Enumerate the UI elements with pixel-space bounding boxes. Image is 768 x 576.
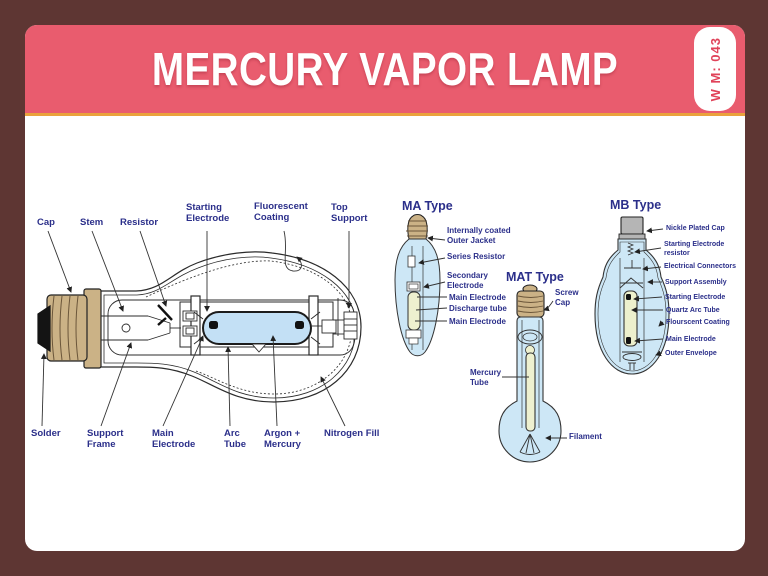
label-starting-electrode-resistor: Starting Electrode resistor xyxy=(664,241,725,258)
label-main-electrode: Main Electrode xyxy=(152,428,196,451)
ma-screw-cap xyxy=(407,214,428,240)
label-mercury-tube: Mercury Tube xyxy=(470,368,502,387)
label-mb-main-electrode: Main Electrode xyxy=(666,336,716,343)
label-nitrogen-fill: Nitrogen Fill xyxy=(324,428,380,439)
label-cap: Cap xyxy=(37,217,55,228)
label-support-frame: Support Frame xyxy=(87,428,124,451)
solder-tip xyxy=(37,304,51,353)
label-fluorescent-coating: Fluorescent Coating xyxy=(254,201,308,224)
ma-series-resistor xyxy=(407,255,416,268)
left-pointer-lines xyxy=(40,230,352,427)
label-argon-mercury: Argon + Mercury xyxy=(264,428,301,451)
mat-mercury-tube xyxy=(525,352,536,432)
mat-type-drawing xyxy=(498,284,562,463)
main-electrode-right xyxy=(295,321,304,329)
label-screw-cap: Screw Cap xyxy=(555,288,579,307)
label-support-assembly: Support Assembly xyxy=(665,279,727,286)
label-nickle-plated-cap: Nickle Plated Cap xyxy=(666,225,725,232)
mb-pointer-lines xyxy=(631,227,665,357)
ma-pointer-lines xyxy=(415,235,448,322)
label-stem: Stem xyxy=(80,217,104,228)
label-series-resistor: Series Resistor xyxy=(447,252,506,261)
mat-filament xyxy=(519,433,541,455)
label-electrical-connectors: Electrical Connectors xyxy=(664,263,736,270)
stem-structure xyxy=(101,315,181,341)
label-arc-tube: Arc Tube xyxy=(224,428,246,451)
label-secondary-electrode: Secondary Electrode xyxy=(447,271,488,290)
label-filament: Filament xyxy=(569,432,602,441)
ma-secondary-electrode xyxy=(406,281,421,292)
main-electrode-left xyxy=(209,321,218,329)
label-discharge-tube: Discharge tube xyxy=(449,304,507,313)
label-ma-main-electrode-top: Main Electrode xyxy=(449,293,506,302)
mb-nickel-cap xyxy=(620,216,644,235)
arc-tube xyxy=(202,311,312,345)
mat-type-heading: MAT Type xyxy=(506,270,564,284)
label-quartz-arc-tube: Quartz Arc Tube xyxy=(666,307,720,314)
label-top-support: Top Support xyxy=(331,202,368,225)
label-mb-starting-electrode: Starting Electrode xyxy=(665,294,726,301)
resistor-element xyxy=(157,304,173,326)
label-ma-main-electrode-bottom: Main Electrode xyxy=(449,317,506,326)
label-outer-jacket: Internally coated Outer Jacket xyxy=(447,226,511,245)
label-starting-electrode: Starting Electrode xyxy=(186,202,230,225)
accent-rule xyxy=(25,113,745,116)
title-band: MERCURY VAPOR LAMP W M: 043 xyxy=(25,25,745,113)
starting-electrode-blocks xyxy=(182,310,198,337)
mb-type-heading: MB Type xyxy=(610,198,662,212)
ma-discharge-tube xyxy=(407,291,421,331)
label-flourscent-coating: Flourscent Coating xyxy=(666,319,730,326)
reference-badge: W M: 043 xyxy=(694,27,736,111)
mb-type-drawing xyxy=(594,216,670,375)
mb-resistor-coil xyxy=(626,242,635,256)
ma-type-heading: MA Type xyxy=(402,199,453,213)
mb-support-assembly xyxy=(619,277,644,289)
label-resistor: Resistor xyxy=(120,217,159,228)
label-solder: Solder xyxy=(31,428,61,439)
page-title: MERCURY VAPOR LAMP xyxy=(151,43,619,95)
label-outer-envelope: Outer Envelope xyxy=(665,350,717,357)
mb-electrical-connectors xyxy=(624,260,641,269)
mb-quartz-arc-tube xyxy=(623,290,638,347)
screw-cap-base xyxy=(46,288,102,369)
mat-pointer-lines xyxy=(502,300,567,441)
mat-screw-cap xyxy=(516,290,545,318)
support-bar-left xyxy=(190,295,201,356)
main-lamp-drawing xyxy=(37,251,362,403)
top-support xyxy=(333,311,358,340)
